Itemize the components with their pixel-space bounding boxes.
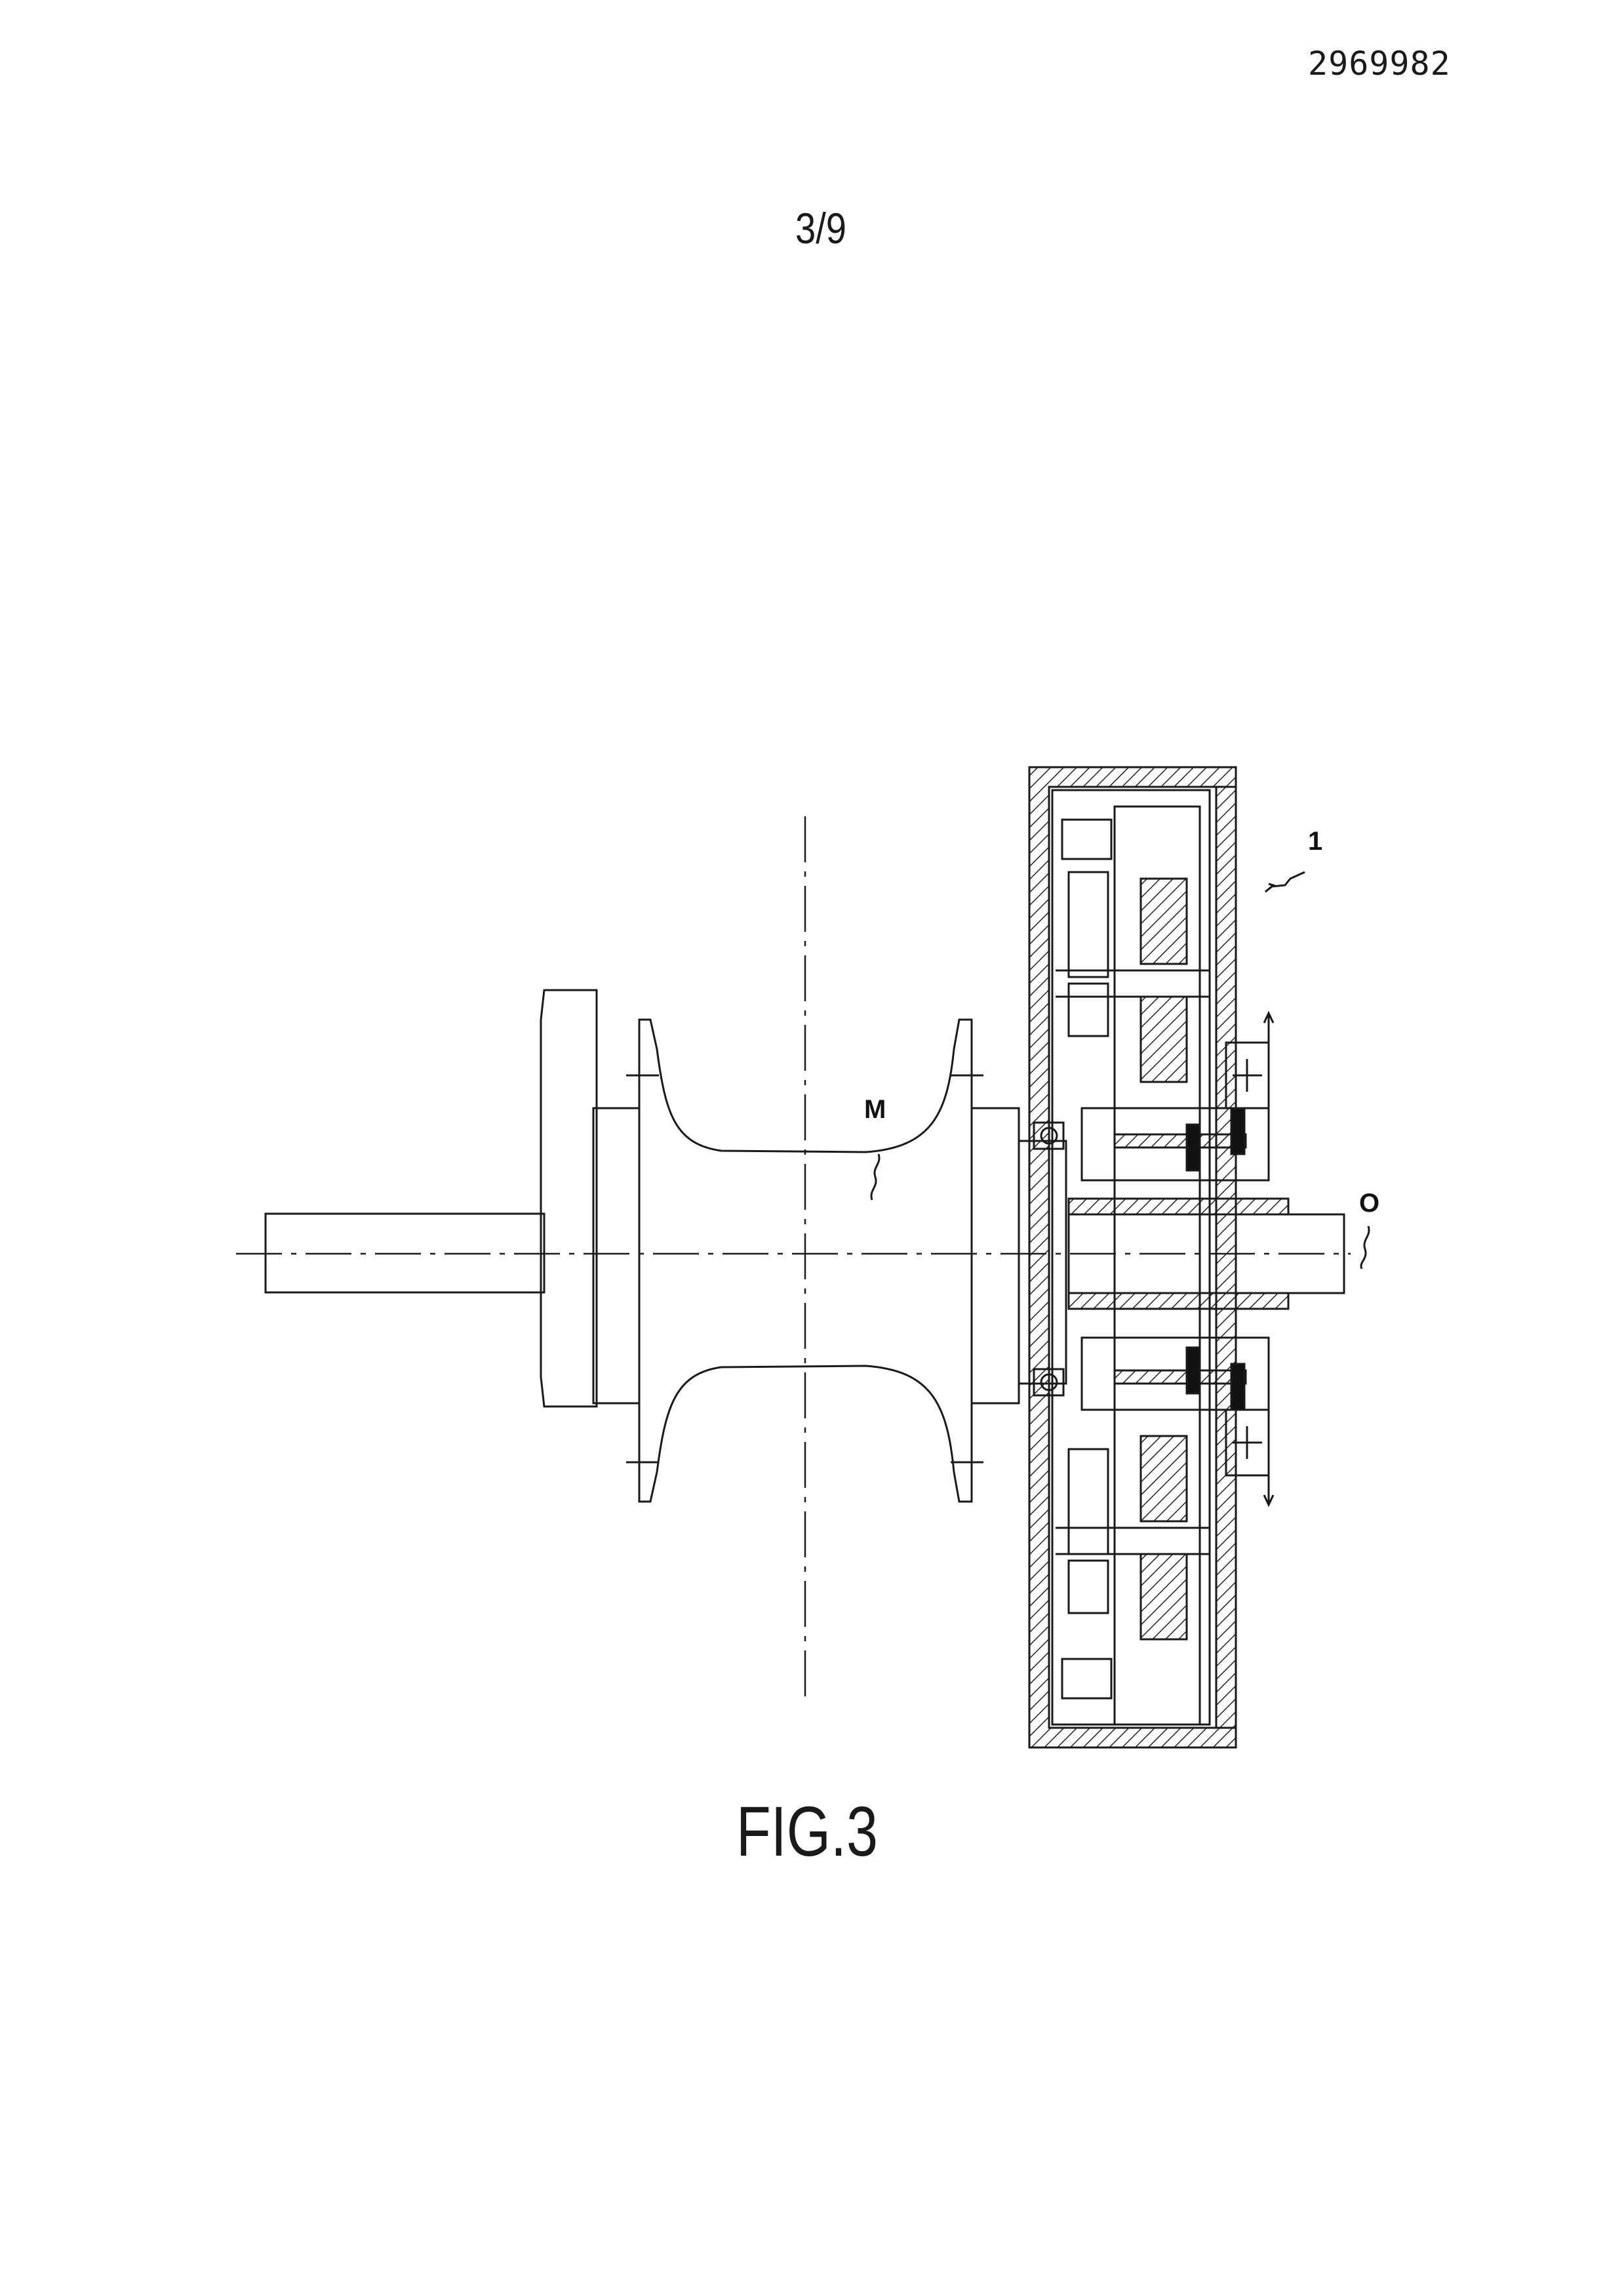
mount-upper — [1225, 1041, 1270, 1109]
ref-label-hub: M — [864, 1095, 886, 1124]
gearbox-housing — [1028, 766, 1237, 1749]
figure-caption: FIG.3 — [736, 1791, 879, 1871]
ref-label-axle: O — [1359, 1189, 1379, 1218]
leader-1 — [1265, 871, 1305, 893]
hub-flange-right — [970, 1107, 1020, 1405]
ref-label-assembly: 1 — [1308, 827, 1322, 856]
left-shaft — [264, 1212, 545, 1294]
hub-flange-left — [592, 1107, 641, 1405]
leader-M — [870, 1153, 881, 1201]
leader-O — [1360, 1226, 1370, 1269]
mount-lower — [1225, 1408, 1270, 1477]
sheet-number: 3/9 — [795, 204, 846, 252]
hub-body-lower — [638, 1365, 973, 1503]
document-number: 2969982 — [1308, 45, 1451, 83]
cone-cap — [540, 989, 598, 1408]
hub-body-upper — [638, 1018, 973, 1153]
